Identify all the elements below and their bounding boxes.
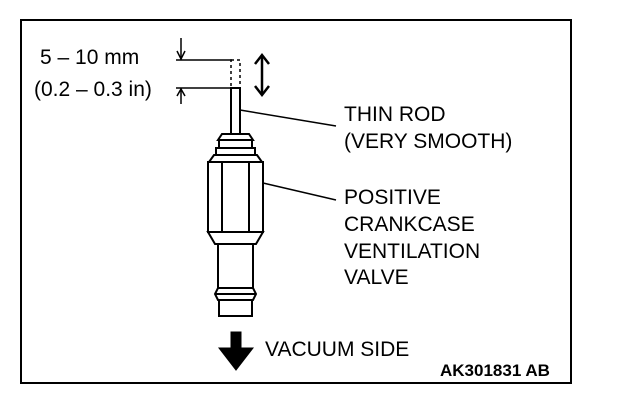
vacuum-side-label: VACUUM SIDE xyxy=(265,338,409,361)
figure-code: AK301831 AB xyxy=(440,361,550,380)
pcv-label-line3: VENTILATION xyxy=(344,240,480,263)
movement-arrow-icon xyxy=(254,52,270,98)
dimension-label-mm: 5 – 10 mm xyxy=(40,46,139,69)
down-arrow-icon xyxy=(217,331,255,371)
leader-lines xyxy=(239,109,337,201)
dimension-label-in: (0.2 – 0.3 in) xyxy=(34,78,152,101)
pcv-label-line1: POSITIVE xyxy=(344,186,441,209)
thin-rod-sublabel: (VERY SMOOTH) xyxy=(344,130,512,153)
dimension-lines xyxy=(176,38,232,104)
thin-rod-label: THIN ROD xyxy=(344,103,446,126)
pcv-label-line2: CRANKCASE xyxy=(344,213,475,236)
pcv-valve xyxy=(206,133,265,317)
thin-rod-extended xyxy=(230,59,241,89)
pcv-label-line4: VALVE xyxy=(344,266,409,289)
figure-frame xyxy=(20,19,572,384)
thin-rod xyxy=(230,87,241,135)
